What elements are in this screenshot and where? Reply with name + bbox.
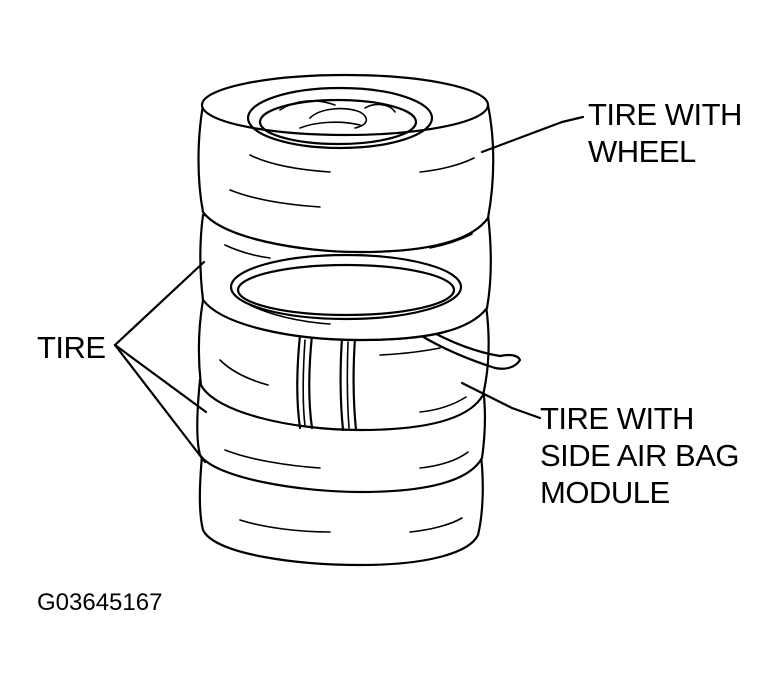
label-line: MODULE [540, 475, 670, 510]
leader-airbag [460, 381, 542, 420]
label-tire-with-wheel: TIRE WITH WHEEL [588, 96, 742, 170]
label-line: TIRE WITH [588, 97, 742, 132]
top-tire-with-wheel [197, 73, 495, 254]
figure-code: G03645167 [37, 589, 163, 616]
leader-tire-3 [113, 343, 207, 464]
label-tire-with-airbag: TIRE WITH SIDE AIR BAG MODULE [540, 400, 740, 511]
leader-tire-1 [113, 260, 206, 347]
leader-tire-with-wheel [480, 115, 585, 154]
label-line: WHEEL [588, 134, 696, 169]
leader-tire-2 [113, 343, 208, 414]
label-tire: TIRE [37, 330, 106, 365]
label-line: SIDE AIR BAG [540, 438, 740, 473]
leader-lines [113, 115, 585, 464]
label-line: TIRE WITH [540, 401, 694, 436]
